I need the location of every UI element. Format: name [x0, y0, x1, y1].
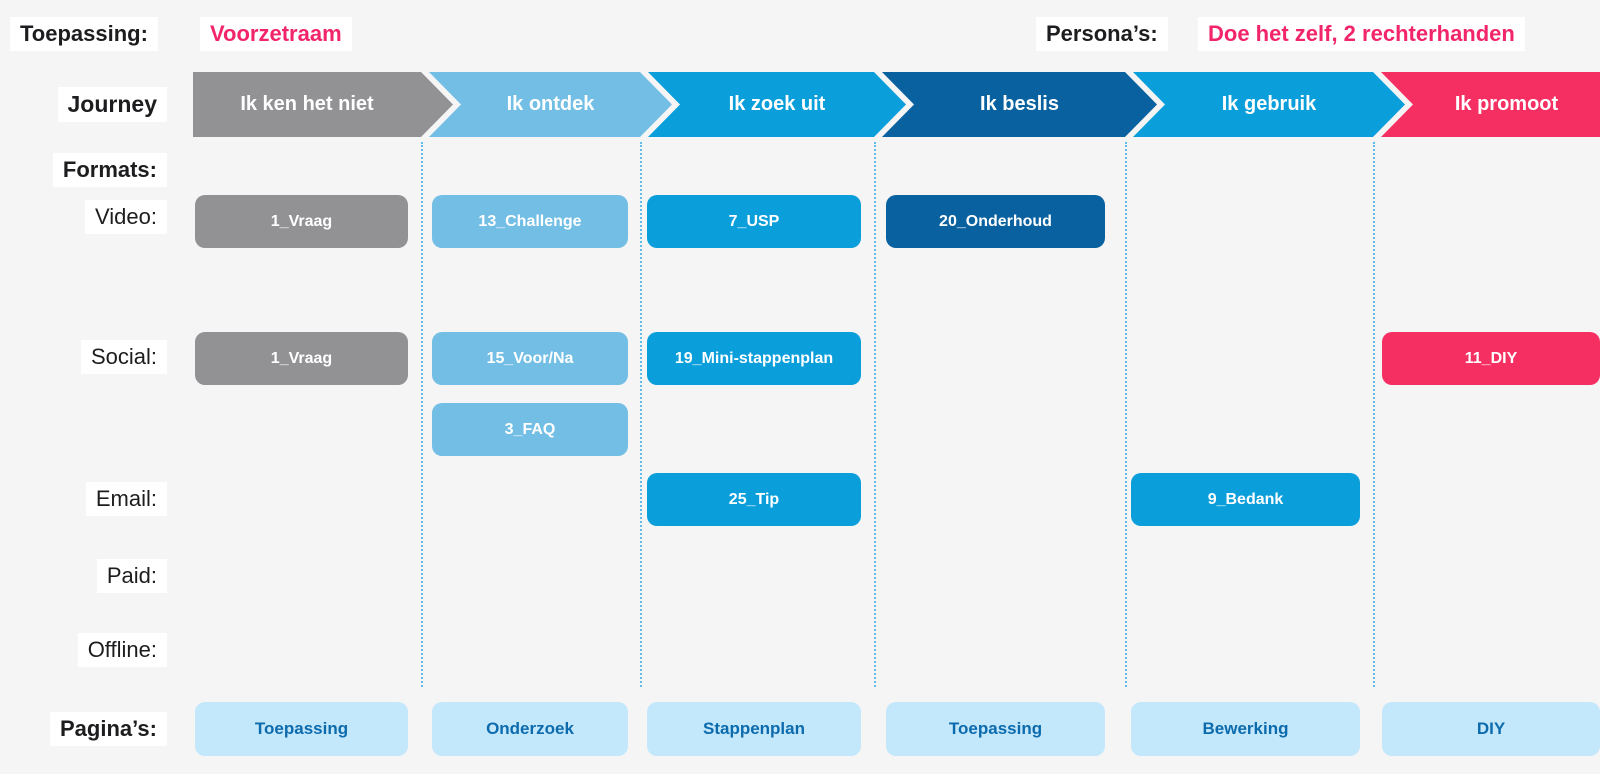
- page-pill-label: Toepassing: [254, 719, 349, 738]
- journey-stage-ik-ken-het-niet: Ik ken het niet: [193, 72, 453, 137]
- format-card-social-19-mini-stappenplan: 19_Mini-stappenplan: [647, 332, 861, 385]
- social-row-label-wrap: Social:: [0, 340, 167, 375]
- column-separator-line: [640, 142, 642, 687]
- page-pill-bewerking: Bewerking: [1131, 702, 1360, 756]
- video-row-label-wrap: Video:: [0, 200, 167, 235]
- journey-stage-label: Ik zoek uit: [728, 93, 826, 115]
- format-card-video-7-usp: 7_USP: [647, 195, 861, 248]
- format-card-video-13-challenge: 13_Challenge: [432, 195, 628, 248]
- journey-stage-label: Ik beslis: [980, 93, 1059, 115]
- social-row-label: Social:: [80, 340, 167, 375]
- card-label: 15_Voor/Na: [486, 349, 574, 367]
- email-row-label: Email:: [85, 482, 167, 517]
- pages-row-label-wrap: Pagina’s:: [0, 712, 167, 747]
- page-pill-toepassing-1: Toepassing: [195, 702, 408, 756]
- page-pill-label: Stappenplan: [702, 719, 805, 738]
- card-label: 19_Mini-stappenplan: [674, 349, 834, 367]
- page-pill-label: Toepassing: [948, 719, 1043, 738]
- pages-row-label: Pagina’s:: [50, 712, 167, 747]
- column-separator-line: [1125, 142, 1127, 687]
- format-card-social-3-faq: 3_FAQ: [432, 403, 628, 456]
- format-card-email-25-tip: 25_Tip: [647, 473, 861, 526]
- page-pill-onderzoek: Onderzoek: [432, 702, 628, 756]
- format-card-social-15-voor-na: 15_Voor/Na: [432, 332, 628, 385]
- formats-section-label: Formats:: [52, 153, 167, 188]
- page-pill-diy: DIY: [1382, 702, 1600, 756]
- formats-section-label-wrap: Formats:: [0, 153, 167, 188]
- card-label: 1_Vraag: [270, 212, 333, 230]
- application-label-wrap: Toepassing:: [10, 17, 158, 52]
- card-label: 3_FAQ: [504, 420, 556, 438]
- video-row-label: Video:: [85, 200, 167, 235]
- card-label: 25_Tip: [728, 490, 780, 508]
- format-card-video-1-vraag: 1_Vraag: [195, 195, 408, 248]
- column-separator-line: [1373, 142, 1375, 687]
- page-pill-label: Onderzoek: [486, 719, 574, 738]
- journey-stage-ik-zoek-uit: Ik zoek uit: [648, 72, 906, 137]
- journey-stage-ik-promoot: Ik promoot: [1381, 72, 1600, 137]
- card-label: 13_Challenge: [478, 212, 582, 230]
- paid-row-label: Paid:: [96, 559, 167, 594]
- journey-stage-ik-gebruik: Ik gebruik: [1133, 72, 1405, 137]
- format-card-email-9-bedank: 9_Bedank: [1131, 473, 1360, 526]
- card-label: 11_DIY: [1464, 349, 1518, 367]
- journey-row-label: Journey: [57, 87, 167, 123]
- journey-stage-label: Ik gebruik: [1221, 93, 1317, 115]
- format-card-social-11-diy: 11_DIY: [1382, 332, 1600, 385]
- email-row-label-wrap: Email:: [0, 482, 167, 517]
- application-value-wrap: Voorzetraam: [200, 17, 352, 52]
- personas-label-wrap: Persona’s:: [1036, 17, 1168, 52]
- card-label: 9_Bedank: [1207, 490, 1284, 508]
- page-pill-label: Bewerking: [1202, 719, 1289, 738]
- offline-row-label-wrap: Offline:: [0, 633, 167, 668]
- card-label: 7_USP: [728, 212, 780, 230]
- page-pill-stappenplan: Stappenplan: [647, 702, 861, 756]
- journey-stage-ik-ontdek: Ik ontdek: [429, 72, 672, 137]
- format-card-video-20-onderhoud: 20_Onderhoud: [886, 195, 1105, 248]
- personas-value-wrap: Doe het zelf, 2 rechterhanden: [1198, 17, 1525, 52]
- journey-stage-ik-beslis: Ik beslis: [882, 72, 1157, 137]
- card-label: 20_Onderhoud: [939, 212, 1052, 230]
- format-card-social-1-vraag: 1_Vraag: [195, 332, 408, 385]
- journey-row-label-wrap: Journey: [0, 87, 167, 123]
- journey-stage-label: Ik ken het niet: [240, 93, 374, 115]
- column-separator-line: [421, 142, 423, 687]
- page-pill-label: DIY: [1476, 719, 1506, 738]
- offline-row-label: Offline:: [77, 633, 167, 668]
- application-label: Toepassing:: [10, 17, 158, 52]
- journey-stage-label: Ik promoot: [1454, 93, 1559, 115]
- application-value: Voorzetraam: [200, 17, 352, 52]
- personas-value: Doe het zelf, 2 rechterhanden: [1198, 17, 1525, 52]
- paid-row-label-wrap: Paid:: [0, 559, 167, 594]
- column-separator-line: [874, 142, 876, 687]
- card-label: 1_Vraag: [270, 349, 333, 367]
- journey-stage-label: Ik ontdek: [506, 93, 595, 115]
- page-pill-toepassing-2: Toepassing: [886, 702, 1105, 756]
- personas-label: Persona’s:: [1036, 17, 1168, 52]
